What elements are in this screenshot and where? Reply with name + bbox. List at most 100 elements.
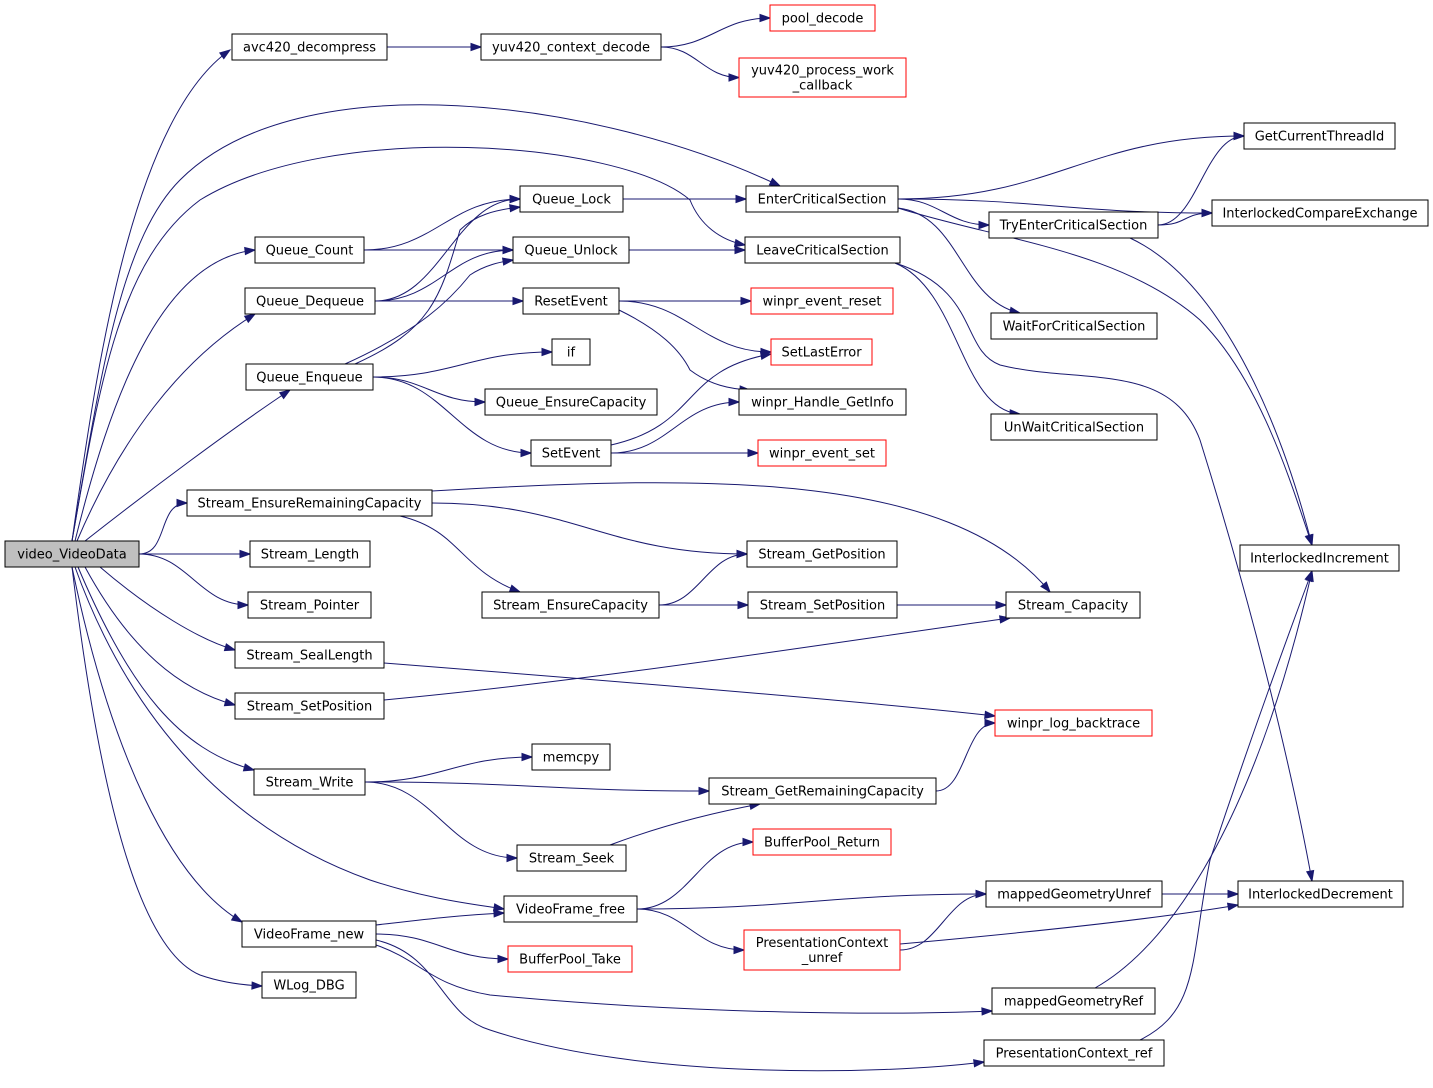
function-node-presentationcontext-ref[interactable]: PresentationContext_ref bbox=[983, 1039, 1165, 1067]
edge-Stream_GetRemainingCapacity-to-winpr_log_backtrace bbox=[935, 718, 997, 792]
function-node-mappedgeometryref[interactable]: mappedGeometryRef bbox=[991, 987, 1156, 1015]
function-node-setlasterror[interactable]: SetLastError bbox=[770, 338, 873, 366]
function-node-unwaitcriticalsection[interactable]: UnWaitCriticalSection bbox=[990, 413, 1158, 441]
node-label: _callback bbox=[792, 79, 853, 94]
function-node-stream-pointer[interactable]: Stream_Pointer bbox=[247, 591, 372, 619]
function-nodes: video_VideoData avc420_decompress yuv420_c… bbox=[4, 4, 1429, 1067]
node-box bbox=[234, 641, 385, 669]
edge-line bbox=[431, 502, 748, 555]
edge-VideoFrame_new-to-BufferPool_Take bbox=[375, 933, 510, 964]
node-box bbox=[738, 388, 907, 416]
node-label: GetCurrentThreadId bbox=[1255, 130, 1385, 145]
edge-line bbox=[363, 198, 521, 251]
function-node-wlog-dbg[interactable]: WLog_DBG bbox=[261, 971, 357, 999]
node-label: Stream_Pointer bbox=[260, 599, 360, 614]
function-node-queue-enqueue[interactable]: Queue_Enqueue bbox=[245, 363, 374, 391]
edge-PresentationContext_ref-to-InterlockedIncrement bbox=[1139, 569, 1313, 1041]
function-node-pool-decode[interactable]: pool_decode bbox=[769, 4, 876, 32]
function-node-mappedgeometryunref[interactable]: mappedGeometryUnref bbox=[985, 880, 1163, 908]
function-node-queue-count[interactable]: Queue_Count bbox=[254, 236, 365, 264]
node-label: SetLastError bbox=[781, 346, 862, 361]
function-node-video-videodata[interactable]: video_VideoData bbox=[4, 540, 140, 568]
node-label: InterlockedCompareExchange bbox=[1222, 207, 1417, 222]
node-label: VideoFrame_free bbox=[516, 903, 625, 918]
node-box bbox=[985, 880, 1163, 908]
edge-line bbox=[364, 781, 710, 792]
edge-VideoFrame_new-to-PresentationContext_ref bbox=[375, 939, 986, 1072]
function-node-videoframe-new[interactable]: VideoFrame_new bbox=[241, 920, 377, 948]
node-box bbox=[1005, 591, 1141, 619]
function-node-stream-getposition[interactable]: Stream_GetPosition bbox=[746, 540, 898, 568]
function-node-stream-length[interactable]: Stream_Length bbox=[249, 540, 371, 568]
node-label: winpr_Handle_GetInfo bbox=[751, 396, 894, 411]
edge-EnterCriticalSection-to-TryEnterCriticalSection bbox=[897, 198, 991, 230]
function-node-stream-setposition-l[interactable]: Stream_SetPosition bbox=[234, 692, 385, 720]
edge-line bbox=[375, 933, 509, 960]
function-node-entercriticalsection[interactable]: EnterCriticalSection bbox=[745, 185, 899, 213]
edge-line bbox=[894, 262, 1021, 415]
function-node-waitforcriticalsection[interactable]: WaitForCriticalSection bbox=[990, 312, 1158, 340]
function-node-videoframe-free[interactable]: VideoFrame_free bbox=[503, 895, 638, 923]
edge-Stream_EnsureCapacity-to-Stream_GetPosition bbox=[658, 549, 749, 606]
edge-line bbox=[99, 566, 236, 651]
node-label: Stream_EnsureRemainingCapacity bbox=[198, 497, 422, 512]
function-node-stream-seek[interactable]: Stream_Seek bbox=[516, 844, 627, 872]
arrowhead bbox=[223, 698, 237, 707]
node-box bbox=[503, 895, 638, 923]
function-node-queue-dequeue[interactable]: Queue_Dequeue bbox=[244, 287, 376, 315]
function-node-winpr-handle-getinfo[interactable]: winpr_Handle_GetInfo bbox=[738, 388, 907, 416]
function-node-if[interactable]: if bbox=[551, 338, 591, 366]
function-node-stream-getremainingcapacity[interactable]: Stream_GetRemainingCapacity bbox=[708, 777, 937, 805]
arrowhead bbox=[223, 643, 237, 652]
edge-LeaveCriticalSection-to-InterlockedDecrement bbox=[894, 262, 1315, 883]
node-box bbox=[747, 591, 898, 619]
function-node-interlockeddecrement[interactable]: InterlockedDecrement bbox=[1237, 880, 1404, 908]
function-node-winpr-log-backtrace[interactable]: winpr_log_backtrace bbox=[994, 709, 1153, 737]
function-node-yuv420-process-work-callback[interactable]: yuv420_process_work_callback bbox=[738, 57, 907, 98]
arrowhead bbox=[759, 351, 773, 360]
function-node-setevent[interactable]: SetEvent bbox=[530, 439, 612, 467]
node-label: memcpy bbox=[543, 751, 600, 766]
function-node-queue-ensurecapacity[interactable]: Queue_EnsureCapacity bbox=[484, 388, 658, 416]
node-box bbox=[1237, 880, 1404, 908]
edge-line bbox=[899, 893, 987, 951]
function-node-stream-ensureremainingcapacity[interactable]: Stream_EnsureRemainingCapacity bbox=[186, 489, 433, 517]
arrowhead bbox=[251, 981, 264, 990]
arrowhead bbox=[733, 238, 747, 248]
function-node-stream-write[interactable]: Stream_Write bbox=[253, 768, 366, 796]
function-node-winpr-event-set[interactable]: winpr_event_set bbox=[757, 439, 887, 467]
function-node-queue-unlock[interactable]: Queue_Unlock bbox=[512, 236, 630, 264]
node-label: winpr_log_backtrace bbox=[1007, 717, 1140, 732]
node-box bbox=[991, 987, 1156, 1015]
function-node-avc420-decompress[interactable]: avc420_decompress bbox=[231, 33, 388, 61]
function-node-winpr-event-reset[interactable]: winpr_event_reset bbox=[750, 287, 894, 315]
function-node-bufferpool-take[interactable]: BufferPool_Take bbox=[507, 945, 633, 973]
edge-Stream_EnsureRemainingCapacity-to-Stream_Capacity bbox=[431, 482, 1051, 594]
function-node-stream-ensurecapacity[interactable]: Stream_EnsureCapacity bbox=[481, 591, 660, 619]
node-label: Stream_Length bbox=[261, 548, 359, 563]
node-box bbox=[484, 388, 658, 416]
function-node-queue-lock[interactable]: Queue_Lock bbox=[519, 185, 624, 213]
node-label: TryEnterCriticalSection bbox=[999, 219, 1148, 234]
arrowhead bbox=[733, 945, 746, 955]
function-node-bufferpool-return[interactable]: BufferPool_Return bbox=[752, 828, 892, 856]
function-node-stream-setposition-m[interactable]: Stream_SetPosition bbox=[747, 591, 898, 619]
function-node-leavecriticalsection[interactable]: LeaveCriticalSection bbox=[744, 236, 901, 264]
function-node-stream-seallength[interactable]: Stream_SealLength bbox=[234, 641, 385, 669]
edge-video_VideoData-to-WLog_DBG bbox=[71, 566, 264, 990]
node-label: Stream_Capacity bbox=[1018, 599, 1129, 614]
node-box bbox=[770, 338, 873, 366]
function-node-stream-capacity[interactable]: Stream_Capacity bbox=[1005, 591, 1141, 619]
function-node-interlockedincrement[interactable]: InterlockedIncrement bbox=[1239, 544, 1400, 572]
function-node-memcpy[interactable]: memcpy bbox=[531, 743, 611, 771]
function-node-resetevent[interactable]: ResetEvent bbox=[522, 287, 620, 315]
function-node-presentationcontext-unref[interactable]: PresentationContext_unref bbox=[743, 929, 901, 971]
function-node-tryentercriticalsection[interactable]: TryEnterCriticalSection bbox=[988, 211, 1159, 239]
arrowhead bbox=[501, 257, 515, 266]
arrowhead bbox=[492, 903, 506, 912]
function-node-getcurrentthreadid[interactable]: GetCurrentThreadId bbox=[1243, 122, 1396, 150]
edge-ResetEvent-to-winpr_event_reset bbox=[618, 296, 753, 306]
arrowhead bbox=[176, 498, 189, 508]
function-node-interlockedcompareexchange[interactable]: InterlockedCompareExchange bbox=[1211, 199, 1429, 227]
function-node-yuv420-context-decode[interactable]: yuv420_context_decode bbox=[480, 33, 662, 61]
